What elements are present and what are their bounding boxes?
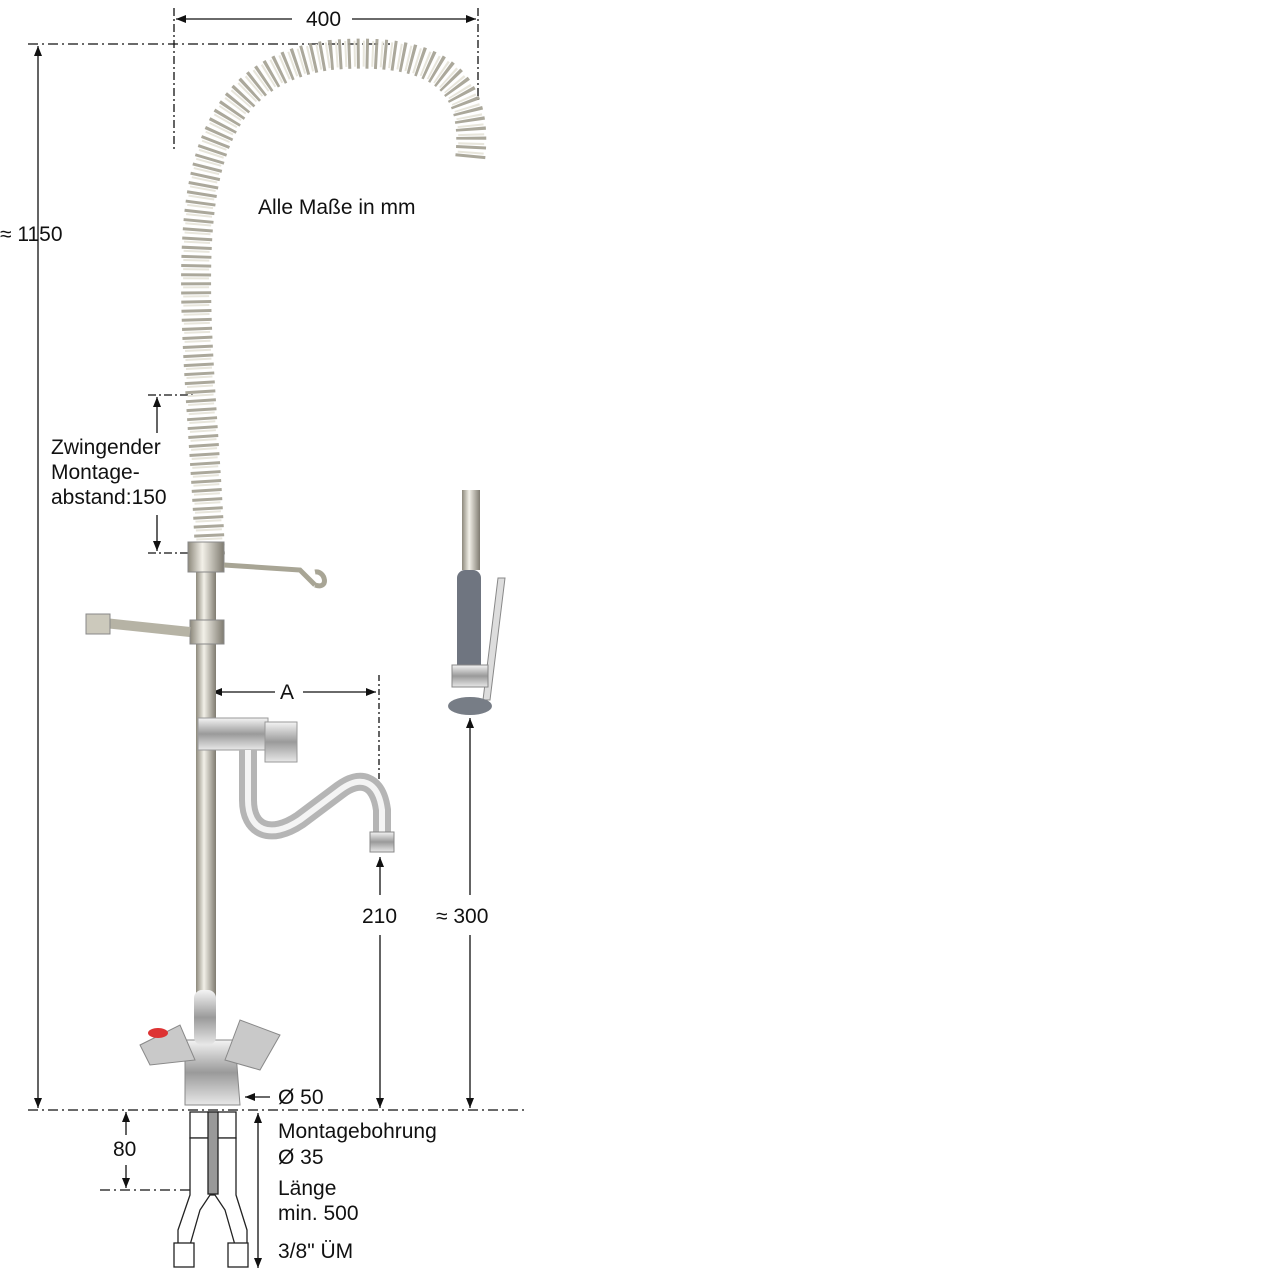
pre-rinse-faucet-illustration: [85, 38, 506, 1268]
dimension-base-diameter: Ø 50: [278, 1086, 324, 1109]
connection-thread: 3/8" ÜM: [278, 1240, 354, 1263]
mounting-distance-line1: Zwingender: [51, 436, 161, 459]
dimension-reach-a: A: [280, 681, 295, 704]
dimension-spray-height: ≈ 300: [436, 905, 489, 928]
dimension-height-total: ≈ 1150: [0, 223, 63, 246]
mounting-distance-line2: Montage-: [51, 461, 140, 484]
hose-length-value: min. 500: [278, 1202, 359, 1225]
spring-coil: [181, 38, 487, 556]
hose-length-label: Länge: [278, 1177, 337, 1200]
mounting-hole-label: Montagebohrung: [278, 1120, 437, 1143]
mounting-distance-line3: abstand:150: [51, 486, 167, 509]
supply-hoses: [173, 1111, 249, 1268]
swivel-spout: [239, 750, 391, 840]
units-note: Alle Maße in mm: [258, 196, 416, 219]
spray-handle: [457, 570, 481, 675]
dimension-below-counter: 80: [113, 1138, 137, 1161]
dimension-spout-height: 210: [362, 905, 398, 928]
riser-pipe: [196, 550, 216, 1010]
dimension-width-400: 400: [306, 8, 342, 31]
mounting-hole-diameter: Ø 35: [278, 1146, 324, 1169]
spray-head: [448, 697, 492, 715]
